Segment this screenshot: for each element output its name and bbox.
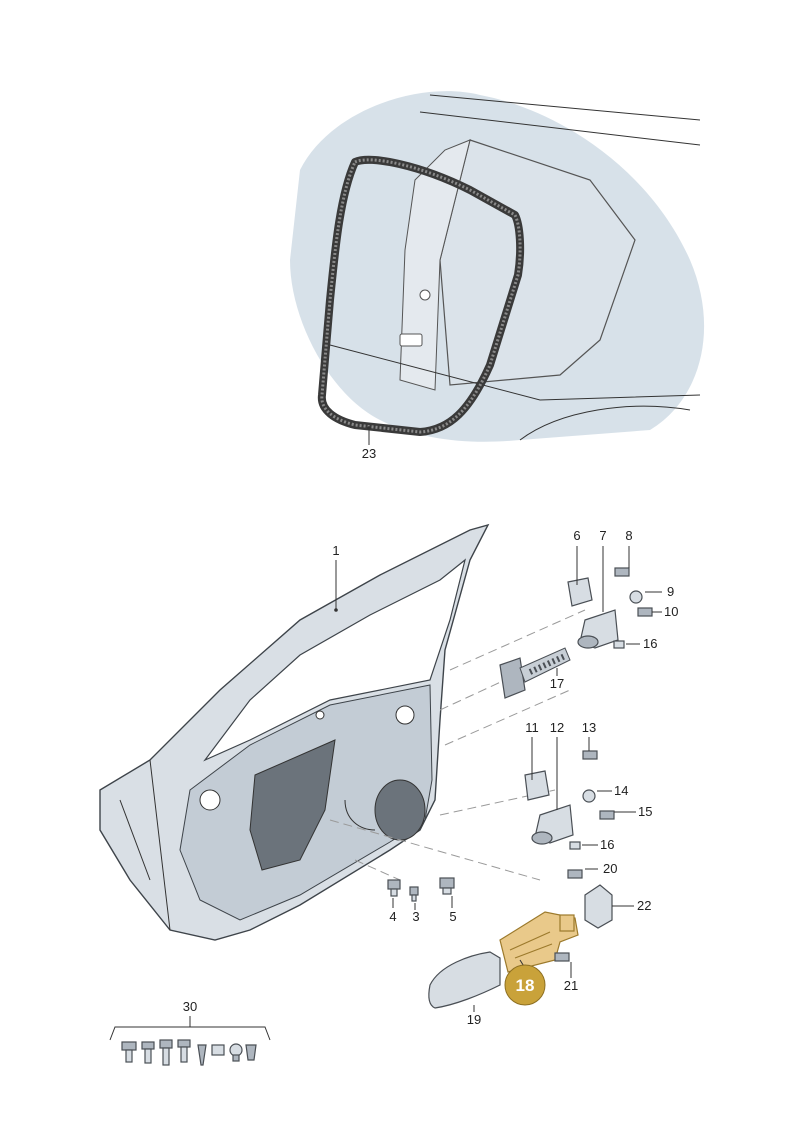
- screw-10: [637, 607, 653, 617]
- panel-hole-c: [315, 710, 325, 720]
- callout-30: 30: [183, 999, 197, 1014]
- highlight-badge-18: [504, 964, 546, 1006]
- pillar-hole: [419, 289, 431, 301]
- window-opening: [203, 558, 467, 762]
- callout-5: 5: [449, 909, 456, 924]
- callout-22: 22: [637, 898, 651, 913]
- callout-8: 8: [625, 528, 632, 543]
- callout-16-lower: 16: [600, 837, 614, 852]
- callout-19: 19: [467, 1012, 481, 1027]
- bolt-group-3-4-5: 4 3 5: [387, 877, 457, 924]
- callout-14: 14: [614, 783, 628, 798]
- fastener-set-30: 30: [109, 999, 271, 1066]
- callout-12: 12: [550, 720, 564, 735]
- bolt-3: [409, 886, 419, 902]
- badge-label-18: 18: [516, 976, 535, 995]
- callout-21: 21: [564, 978, 578, 993]
- door-shell-illustration: 1: [99, 523, 586, 941]
- callout-16-upper: 16: [643, 636, 657, 651]
- outer-handle-19: [428, 951, 501, 1009]
- callout-11: 11: [525, 720, 539, 735]
- panel-hole-b: [199, 789, 221, 811]
- pillar-tag: [399, 333, 423, 347]
- callout-6: 6: [573, 528, 580, 543]
- panel-hole-a: [395, 705, 415, 725]
- speaker-hole: [374, 779, 426, 841]
- callout-7: 7: [599, 528, 606, 543]
- callout-9: 9: [667, 584, 674, 599]
- hinge-part-11: [524, 770, 550, 801]
- callout-1: 1: [332, 543, 339, 558]
- check-strap-17: 17: [499, 647, 571, 699]
- callout-3: 3: [412, 909, 419, 924]
- handle-carrier-group: 20 22 21 19 18: [428, 861, 651, 1027]
- callout-4: 4: [389, 909, 396, 924]
- screw-15: [599, 810, 615, 820]
- door-edge-rail: [119, 759, 171, 931]
- cap-22: [584, 884, 613, 929]
- callout-23: 23: [362, 446, 376, 461]
- lower-hinge-group: 11 12 13 14 15 16: [524, 720, 652, 852]
- washer-14: [582, 789, 596, 803]
- screw-13: [582, 750, 598, 760]
- callout-10: 10: [664, 604, 678, 619]
- callout-17: 17: [550, 676, 564, 691]
- cap-16b: [569, 841, 581, 850]
- sill-line: [329, 344, 701, 441]
- handle-recess: [344, 799, 376, 831]
- cap-16a: [613, 640, 625, 649]
- bolt-5: [439, 877, 455, 895]
- screw-21: [554, 952, 570, 962]
- panel-cutout-main: [249, 739, 336, 871]
- callout-13: 13: [582, 720, 596, 735]
- roof-line: [419, 94, 701, 146]
- callout-15: 15: [638, 804, 652, 819]
- hinge-part-6: [567, 577, 593, 607]
- upper-hinge-group: 6 7 8 9 10 16: [567, 528, 678, 651]
- screw-8: [614, 567, 630, 577]
- washer-9: [629, 590, 643, 604]
- screw-20: [567, 869, 583, 879]
- bracket-30: [109, 1016, 271, 1041]
- bolt-4: [387, 879, 401, 897]
- b-pillar: [399, 139, 471, 391]
- door-opening-illustration: 23: [290, 91, 705, 461]
- callout-20: 20: [603, 861, 617, 876]
